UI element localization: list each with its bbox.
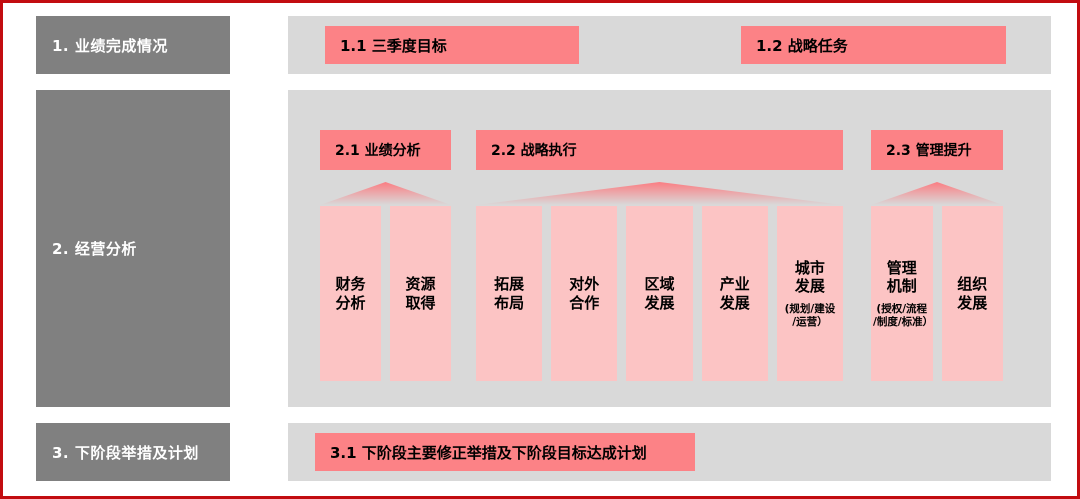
funnel-connector-icon-2 <box>476 180 843 207</box>
card-item[interactable]: 产业 发展 <box>701 206 768 381</box>
topic-bar-3-1[interactable]: 3.1 下阶段主要修正举措及下阶段目标达成计划 <box>315 433 695 471</box>
topic-bar-1-1[interactable]: 1.1 三季度目标 <box>325 26 579 64</box>
card-title: 产业 发展 <box>719 274 750 312</box>
card-title: 拓展 布局 <box>494 274 525 312</box>
card-item[interactable]: 组织 发展 <box>941 206 1003 381</box>
topic-bar-2-3[interactable]: 2.3 管理提升 <box>871 130 1003 170</box>
card-item[interactable]: 对外 合作 <box>551 206 618 381</box>
card-title: 组织 发展 <box>957 274 988 312</box>
topic-bar-2-2[interactable]: 2.2 战略执行 <box>476 130 843 170</box>
card-title: 对外 合作 <box>569 274 600 312</box>
topic-bar-2-2-label: 2.2 战略执行 <box>491 143 577 159</box>
card-title: 城市 发展 <box>794 258 825 296</box>
section-rail-3-label: 3. 下阶段举措及计划 <box>52 443 199 462</box>
section-rail-2-label: 2. 经营分析 <box>52 240 137 258</box>
topic-bar-2-1[interactable]: 2.1 业绩分析 <box>320 130 451 170</box>
card-title: 资源 取得 <box>405 274 436 312</box>
card-item[interactable]: 资源 取得 <box>390 206 451 381</box>
section-rail-3[interactable]: 3. 下阶段举措及计划 <box>36 423 230 481</box>
card-title: 管理 机制 <box>886 258 917 296</box>
topic-bar-1-2[interactable]: 1.2 战略任务 <box>741 26 1006 64</box>
topic-bar-2-1-label: 2.1 业绩分析 <box>335 143 421 159</box>
card-title: 区域 发展 <box>644 274 675 312</box>
card-subtitle: (规划/建设 /运营） <box>784 303 836 328</box>
card-group-1: 财务 分析 资源 取得 <box>320 206 451 381</box>
funnel-connector-icon-1 <box>320 180 451 207</box>
topic-bar-1-2-label: 1.2 战略任务 <box>756 36 848 55</box>
card-item[interactable]: 区域 发展 <box>626 206 693 381</box>
card-item[interactable]: 拓展 布局 <box>476 206 543 381</box>
section-rail-2[interactable]: 2. 经营分析 <box>36 90 230 407</box>
card-item[interactable]: 财务 分析 <box>320 206 381 381</box>
card-group-2: 拓展 布局 对外 合作 区域 发展 产业 发展 城市 发展 (规划/建设 /运营… <box>476 206 844 381</box>
card-group-3: 管理 机制 (授权/流程 /制度/标准） 组织 发展 <box>871 206 1003 381</box>
card-item[interactable]: 城市 发展 (规划/建设 /运营） <box>776 206 844 381</box>
section-rail-1[interactable]: 1. 业绩完成情况 <box>36 16 230 74</box>
card-title: 财务 分析 <box>335 274 366 312</box>
topic-bar-2-3-label: 2.3 管理提升 <box>886 143 972 159</box>
topic-bar-1-1-label: 1.1 三季度目标 <box>340 36 447 55</box>
card-item[interactable]: 管理 机制 (授权/流程 /制度/标准） <box>871 206 933 381</box>
topic-bar-3-1-label: 3.1 下阶段主要修正举措及下阶段目标达成计划 <box>330 443 647 462</box>
funnel-connector-icon-3 <box>871 180 1003 207</box>
section-rail-1-label: 1. 业绩完成情况 <box>52 36 168 55</box>
card-subtitle: (授权/流程 /制度/标准） <box>873 303 934 328</box>
